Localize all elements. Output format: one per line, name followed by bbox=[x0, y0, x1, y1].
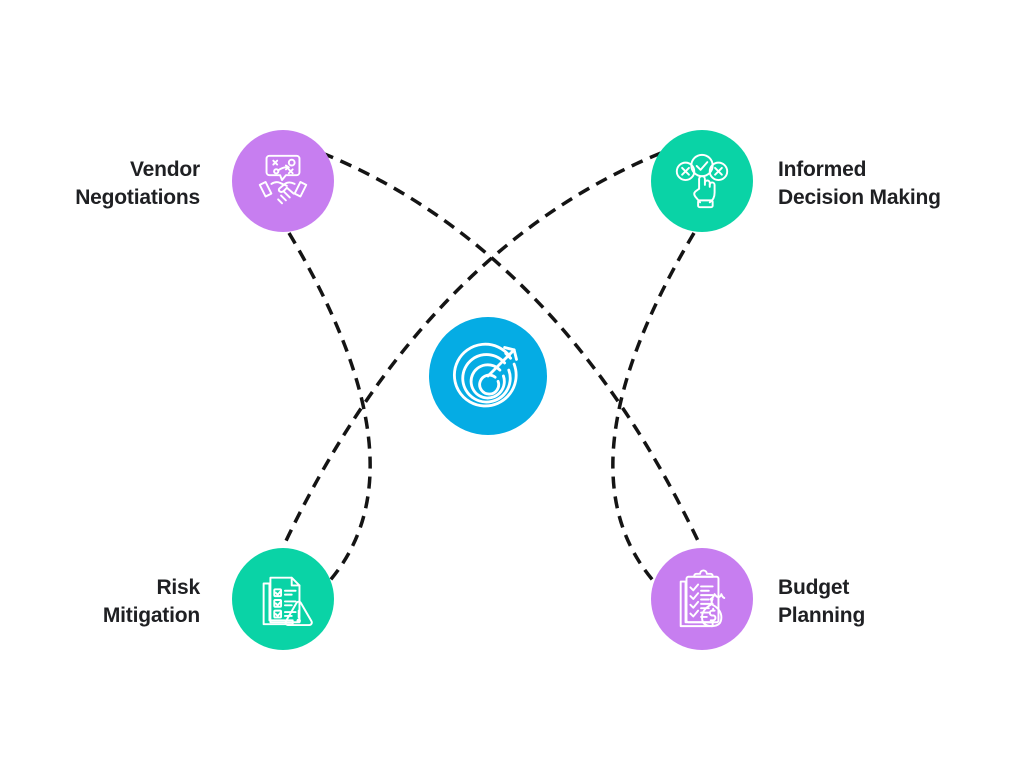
node-center-goal[interactable] bbox=[429, 317, 547, 435]
connector-informed-to-budget bbox=[611, 232, 696, 587]
connector-vendor-to-budget bbox=[321, 151, 702, 546]
node-informed-decision-making[interactable] bbox=[651, 130, 753, 232]
node-risk-mitigation[interactable] bbox=[232, 548, 334, 650]
checklist-warning-icon bbox=[262, 576, 313, 627]
clipboard-money-bag-icon bbox=[679, 569, 726, 628]
target-arrow-icon bbox=[453, 342, 518, 408]
connector-vendor-to-risk bbox=[287, 232, 372, 587]
handshake-strategy-icon bbox=[258, 154, 308, 205]
label-informed-decision-making: Informed Decision Making bbox=[778, 158, 941, 209]
hand-choice-check-icon bbox=[675, 153, 729, 209]
label-vendor-negotiations: Vendor Negotiations bbox=[75, 158, 200, 209]
label-risk-mitigation: Risk Mitigation bbox=[102, 576, 200, 627]
connector-informed-to-risk bbox=[282, 151, 662, 546]
node-budget-planning[interactable] bbox=[651, 548, 753, 650]
node-vendor-negotiations[interactable] bbox=[232, 130, 334, 232]
label-budget-planning: Budget Planning bbox=[778, 576, 866, 627]
